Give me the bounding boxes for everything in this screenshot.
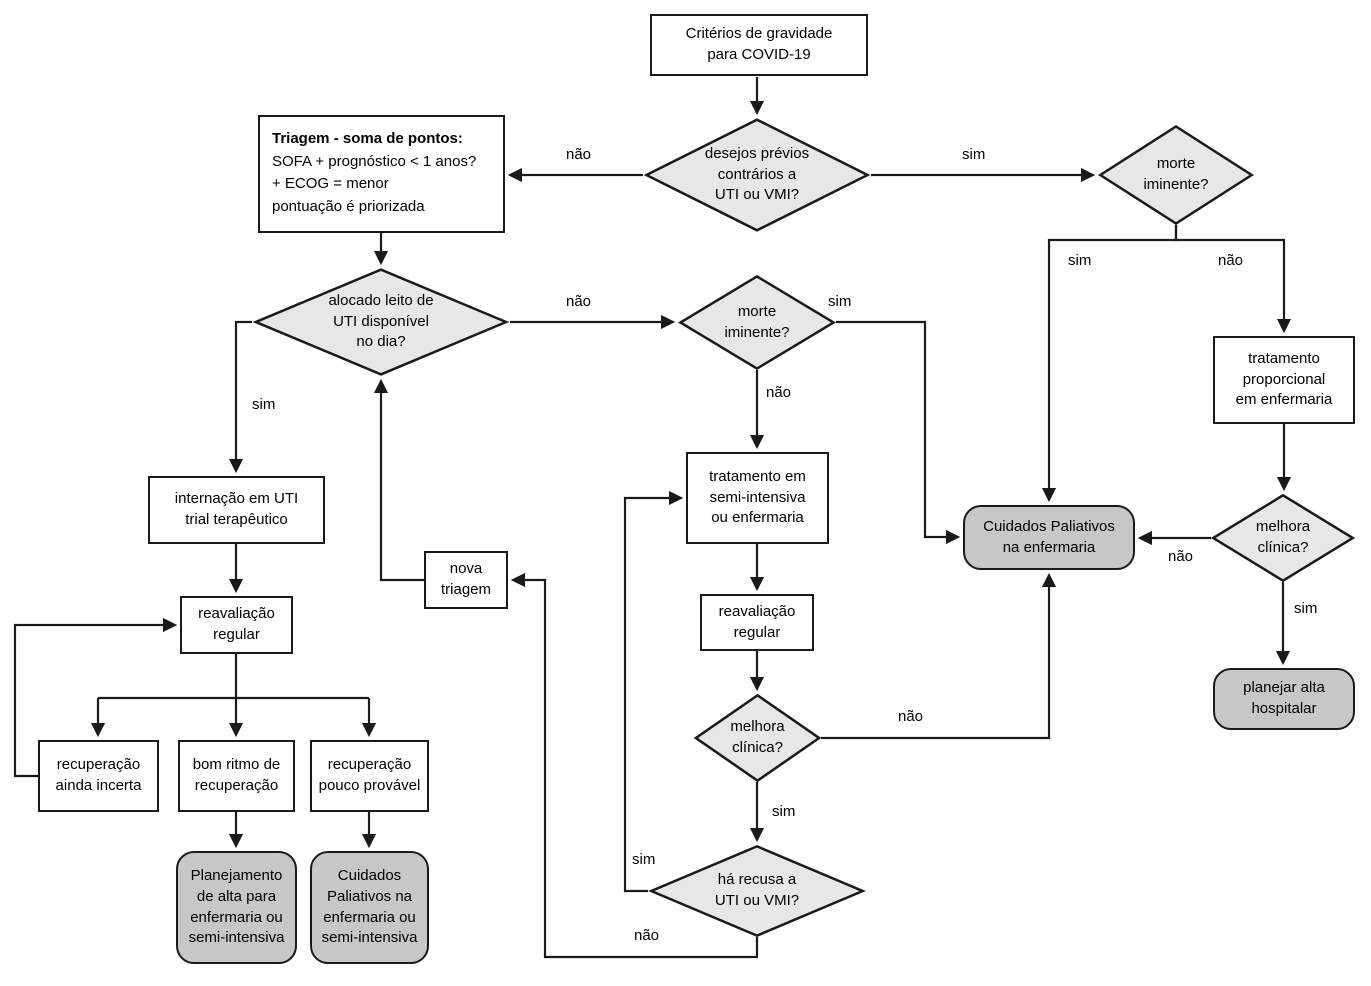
decision-ha-recusa-uti-vmi: há recusa a UTI ou VMI? <box>648 845 866 937</box>
edge-label-sim-morte-mid: sim <box>828 293 852 310</box>
node-reavaliacao-regular-left: reavaliação regular <box>180 596 293 654</box>
node-cuidados-paliativos-semi: Cuidados Paliativos na enfermaria ou sem… <box>310 851 429 964</box>
node-reavaliacao-regular-left-label: reavaliação regular <box>198 605 275 643</box>
decision-melhora-clinica-mid: melhora clínica? <box>694 694 821 782</box>
node-nova-triagem: nova triagem <box>424 551 508 609</box>
edge-label-sim-recusa: sim <box>632 851 656 868</box>
edge-morte-right-to-trat-prop <box>1174 225 1292 334</box>
node-reavaliacao-regular-mid: reavaliação regular <box>700 594 814 651</box>
node-triagem: Triagem - soma de pontos: SOFA + prognós… <box>258 115 505 233</box>
node-internacao-uti-label: internação em UTI trial terapêutico <box>174 490 299 528</box>
diamond-shape <box>1211 494 1355 582</box>
node-recuperacao-incerta: recuperação ainda incerta <box>38 740 159 812</box>
node-tratamento-proporcional: tratamento proporcional em enfermaria <box>1213 336 1355 424</box>
edge-label-nao-melhora-right: não <box>1168 548 1194 565</box>
edge-label-sim-melhora-mid: sim <box>772 803 796 820</box>
node-cuidados-paliativos-enfermaria: Cuidados Paliativos na enfermaria <box>963 505 1135 570</box>
diamond-shape <box>252 268 510 376</box>
diamond-shape <box>678 275 836 370</box>
node-tratamento-semi-intensiva: tratamento em semi-intensiva ou enfermar… <box>686 452 829 544</box>
decision-alocado-leito-uti-label: alocado leito de UTI disponível no dia? <box>328 291 434 351</box>
decision-melhora-clinica-right: melhora clínica? <box>1211 494 1355 582</box>
decision-melhora-clinica-mid-label: melhora clínica? <box>730 718 785 756</box>
node-reavaliacao-regular-mid-label: reavaliação regular <box>718 602 796 641</box>
edge-label-nao-melhora-mid: não <box>898 708 924 725</box>
diamond-shape <box>1098 125 1254 225</box>
edge-rec-incerta-loop <box>13 617 178 778</box>
node-triagem-body: SOFA + prognóstico < 1 anos? + ECOG = me… <box>272 152 477 215</box>
edge-label-nao-morte-right: não <box>1218 252 1244 269</box>
node-recuperacao-improvavel: recuperação pouco provável <box>310 740 429 812</box>
edge-label-nao-desejos: não <box>566 146 592 163</box>
node-recuperacao-improvavel-label: recuperação pouco provável <box>318 756 421 794</box>
node-planejar-alta-hospitalar-label: planejar alta hospitalar <box>1243 679 1325 717</box>
decision-morte-iminente-right: morte iminente? <box>1098 125 1254 225</box>
node-triagem-title: Triagem - soma de pontos: <box>272 130 463 147</box>
decision-ha-recusa-uti-vmi-label: há recusa a UTI ou VMI? <box>714 871 800 909</box>
edge-label-sim-morte-right: sim <box>1068 252 1092 269</box>
node-tratamento-semi-intensiva-label: tratamento em semi-intensiva ou enfermar… <box>709 467 806 527</box>
decision-desejos-previos-label: desejos prévios contrários a UTI ou VMI? <box>704 144 810 204</box>
diamond-shape <box>648 845 866 937</box>
edge-label-nao-morte-mid: não <box>766 384 792 401</box>
edge-alocado-to-internacao <box>228 320 252 474</box>
node-planejar-alta-hospitalar: planejar alta hospitalar <box>1213 668 1355 730</box>
node-start: Critérios de gravidade para COVID-19 <box>650 14 868 76</box>
decision-morte-iminente-right-label: morte iminente? <box>1143 155 1209 193</box>
decision-morte-iminente-mid: morte iminente? <box>678 275 836 370</box>
node-planejamento-alta-enfermaria-label: Planejamento de alta para enfermaria ou … <box>188 867 285 947</box>
node-tratamento-proporcional-label: tratamento proporcional em enfermaria <box>1235 349 1333 409</box>
edge-nova-triagem-to-alocado <box>373 378 424 582</box>
edge-label-nao-alocado: não <box>566 293 592 310</box>
edge-recusa-nao-to-nova-triagem <box>510 572 759 959</box>
edge-morte-mid-to-cuidados <box>836 320 961 545</box>
decision-alocado-leito-uti: alocado leito de UTI disponível no dia? <box>252 268 510 376</box>
decision-desejos-previos: desejos prévios contrários a UTI ou VMI? <box>643 118 871 232</box>
edge-label-sim-desejos: sim <box>962 146 986 163</box>
edge-recusa-sim-to-trat-semi <box>623 490 684 893</box>
diamond-shape <box>694 694 821 782</box>
edge-label-nao-recusa: não <box>634 927 660 944</box>
node-planejamento-alta-enfermaria: Planejamento de alta para enfermaria ou … <box>176 851 297 964</box>
node-cuidados-paliativos-enfermaria-label: Cuidados Paliativos na enfermaria <box>983 517 1115 556</box>
node-bom-ritmo: bom ritmo de recuperação <box>178 740 295 812</box>
edge-label-sim-melhora-right: sim <box>1294 600 1318 617</box>
node-cuidados-paliativos-semi-label: Cuidados Paliativos na enfermaria ou sem… <box>321 867 418 947</box>
diamond-shape <box>643 118 871 232</box>
decision-morte-iminente-mid-label: morte iminente? <box>724 302 790 341</box>
decision-melhora-clinica-right-label: melhora clínica? <box>1255 518 1311 556</box>
node-recuperacao-incerta-label: recuperação ainda incerta <box>55 756 142 794</box>
node-start-label: Critérios de gravidade para COVID-19 <box>685 25 833 63</box>
node-nova-triagem-label: nova triagem <box>440 560 492 598</box>
edge-melhora-mid-to-cuidados <box>821 572 1057 740</box>
edge-label-sim-alocado: sim <box>252 396 276 413</box>
node-internacao-uti: internação em UTI trial terapêutico <box>148 476 325 544</box>
node-bom-ritmo-label: bom ritmo de recuperação <box>192 756 281 794</box>
